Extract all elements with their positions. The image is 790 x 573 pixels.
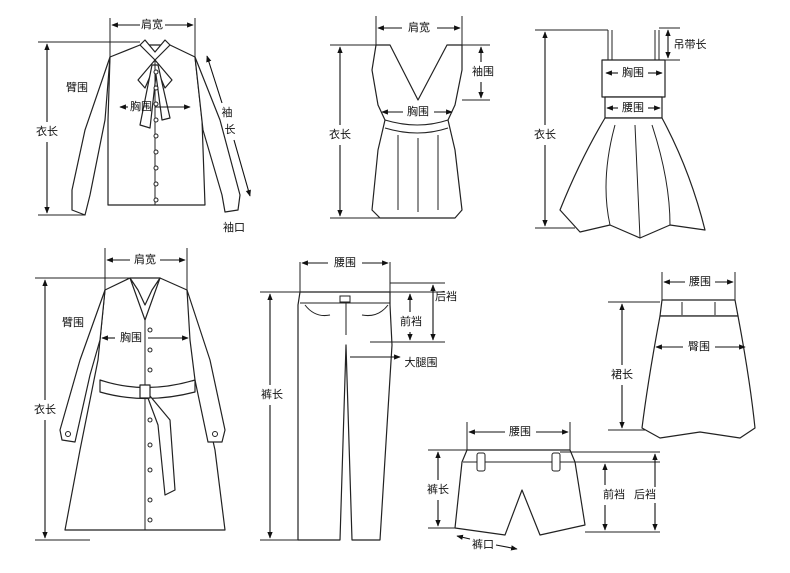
coat-arm-label: 臂围 (62, 316, 84, 329)
skirt-length-label: 裙长 (611, 368, 633, 381)
pants-waist-label: 腰围 (334, 256, 356, 269)
shorts-leg-opening-label: 裤口 (472, 537, 494, 551)
shirt-length-label: 衣长 (36, 124, 58, 138)
shirt-shoulder-label: 肩宽 (141, 17, 163, 31)
pants-front-rise-label: 前裆 (400, 314, 422, 328)
dress-diagram: 吊带长 胸围 腰围 衣长 (534, 27, 707, 239)
skirt-waist-label: 腰围 (689, 275, 711, 288)
shirt-sleeve-label-2: 长 (225, 123, 236, 136)
shirt-sleeve-label-1: 袖 (222, 105, 233, 119)
skirt-hip-label: 臀围 (688, 340, 710, 353)
dress-chest-label: 胸围 (622, 65, 644, 79)
coat-shoulder-label: 肩宽 (134, 252, 156, 266)
vest-chest-label: 胸围 (407, 104, 429, 118)
vest-length-label: 衣长 (329, 127, 351, 141)
vest-shoulder-label: 肩宽 (408, 20, 430, 34)
shorts-back-rise-label: 后裆 (634, 488, 656, 501)
shirt-cuff-label: 袖口 (223, 220, 245, 234)
dress-waist-label: 腰围 (622, 101, 644, 114)
shirt-chest-label: 胸围 (130, 99, 152, 113)
pants-thigh-label: 大腿围 (405, 355, 438, 369)
shorts-length-label: 裤长 (427, 482, 449, 496)
dress-length-label: 衣长 (534, 127, 556, 141)
pants-back-rise-label: 后裆 (435, 290, 457, 303)
shirt-arm-label: 臂围 (66, 81, 88, 94)
shorts-front-rise-label: 前裆 (603, 487, 625, 501)
pants-length-label: 裤长 (261, 387, 283, 401)
dress-strap-label: 吊带长 (674, 38, 707, 51)
coat-chest-label: 胸围 (120, 330, 142, 344)
vest-diagram: 肩宽 袖围 衣长 胸围 (329, 16, 494, 219)
shorts-diagram: 腰围 裤长 前裆 后裆 裤口 (427, 422, 660, 551)
coat-diagram: 肩宽 臂围 胸围 衣长 (34, 248, 226, 541)
coat-length-label: 衣长 (34, 402, 56, 416)
shirt-diagram: 肩宽 衣长 臂围 胸围 袖 长 袖口 (36, 17, 251, 234)
shorts-waist-label: 腰围 (509, 425, 531, 438)
skirt-diagram: 腰围 臀围 裙长 (608, 272, 756, 439)
vest-armhole-label: 袖围 (472, 64, 494, 78)
pants-diagram: 腰围 前裆 后裆 大腿围 裤长 (260, 256, 457, 541)
